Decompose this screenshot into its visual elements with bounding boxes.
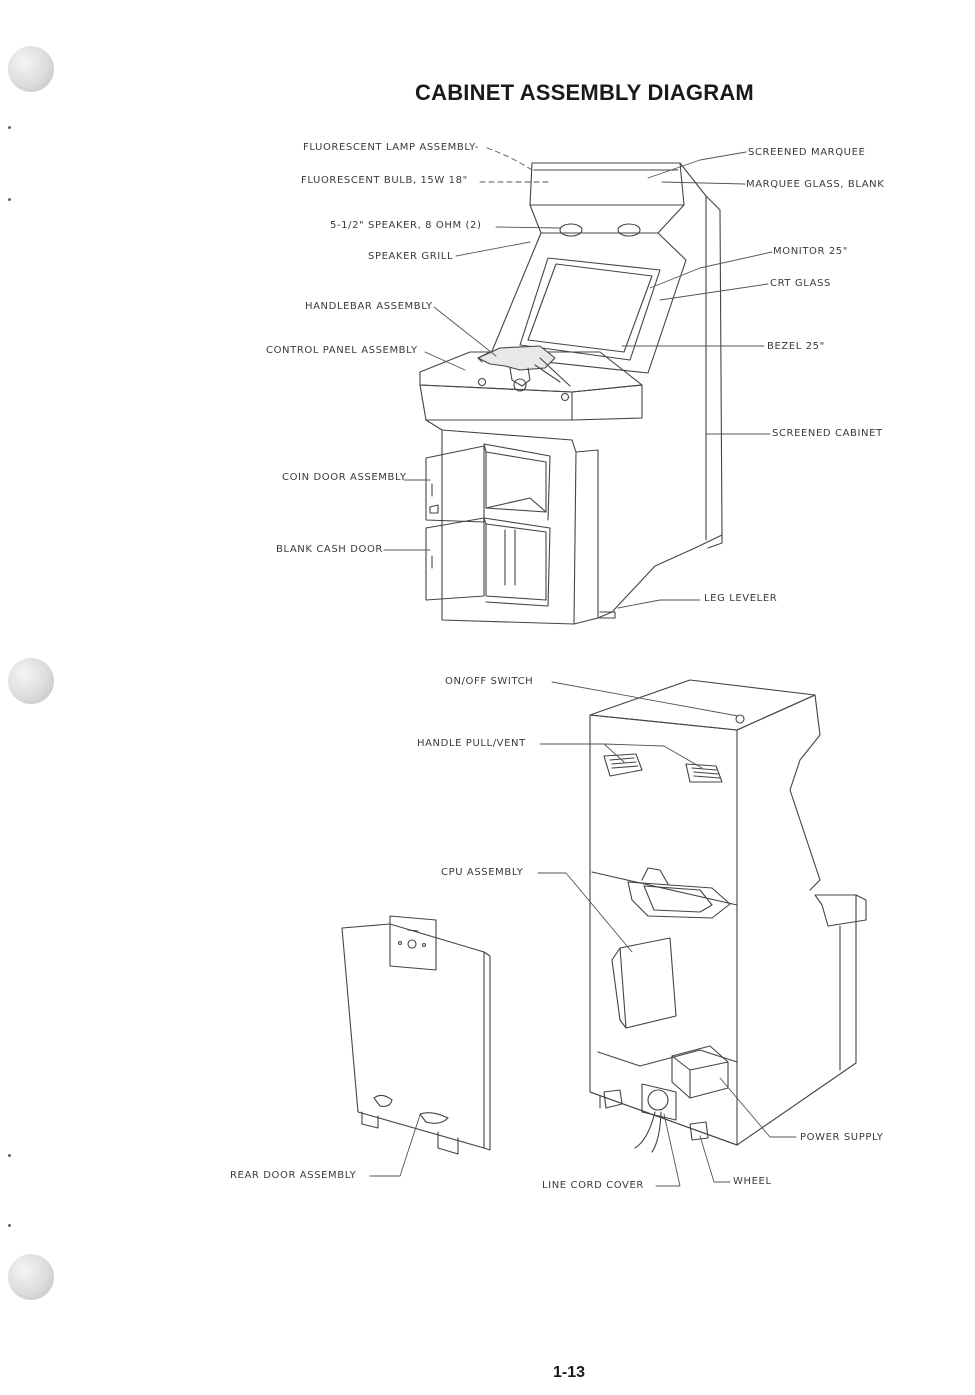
cpu-box bbox=[620, 938, 676, 1028]
front-cabinet bbox=[420, 163, 722, 624]
label-cash-door: BLANK CASH DOOR bbox=[276, 544, 383, 555]
label-fluorescent-lamp: FLUORESCENT LAMP ASSEMBLY- bbox=[303, 142, 479, 153]
line-cord-cover bbox=[648, 1090, 668, 1110]
handlebar bbox=[478, 346, 555, 370]
label-line-cord: LINE CORD COVER bbox=[542, 1180, 644, 1191]
wheel-right bbox=[690, 1122, 708, 1140]
label-bezel: BEZEL 25" bbox=[767, 341, 825, 352]
page-number: 1-13 bbox=[553, 1364, 586, 1381]
speaker-right bbox=[618, 224, 640, 236]
label-monitor: MONITOR 25" bbox=[773, 246, 848, 257]
label-handle-pull: HANDLE PULL/VENT bbox=[417, 738, 526, 749]
label-crt-glass: CRT GLASS bbox=[770, 278, 831, 289]
scan-speck bbox=[8, 198, 11, 201]
rear-cabinet bbox=[590, 680, 866, 1152]
scan-speck bbox=[8, 1154, 11, 1157]
scan-speck bbox=[8, 126, 11, 129]
vent-right bbox=[686, 764, 722, 782]
label-screened-cabinet: SCREENED CABINET bbox=[772, 428, 883, 439]
onoff-switch bbox=[736, 715, 744, 723]
power-supply-box bbox=[672, 1046, 728, 1098]
label-power-supply: POWER SUPPLY bbox=[800, 1132, 884, 1143]
label-cpu: CPU ASSEMBLY bbox=[441, 867, 524, 878]
label-control-panel: CONTROL PANEL ASSEMBLY bbox=[266, 345, 418, 356]
label-speaker-grill: SPEAKER GRILL bbox=[368, 251, 454, 262]
binder-hole-bottom bbox=[8, 1254, 54, 1300]
label-onoff-switch: ON/OFF SWITCH bbox=[445, 676, 534, 687]
label-leg-leveler: LEG LEVELER bbox=[704, 593, 778, 604]
scan-speck bbox=[8, 1224, 11, 1227]
label-rear-door: REAR DOOR ASSEMBLY bbox=[230, 1170, 357, 1181]
binder-hole-middle bbox=[8, 658, 54, 704]
label-screened-marquee: SCREENED MARQUEE bbox=[748, 147, 866, 158]
label-speaker: 5-1/2" SPEAKER, 8 OHM (2) bbox=[330, 220, 482, 231]
label-wheel: WHEEL bbox=[733, 1176, 772, 1187]
page-title: CABINET ASSEMBLY DIAGRAM bbox=[415, 80, 754, 105]
label-fluorescent-bulb: FLUORESCENT BULB, 15W 18" bbox=[301, 175, 468, 186]
vent-left bbox=[604, 754, 642, 776]
label-coin-door: COIN DOOR ASSEMBLY bbox=[282, 472, 407, 483]
rear-door-handle-left bbox=[374, 1095, 392, 1106]
label-handlebar: HANDLEBAR ASSEMBLY bbox=[305, 301, 433, 312]
rear-door-handle-right bbox=[420, 1113, 448, 1124]
wheel-left bbox=[604, 1090, 622, 1108]
label-marquee-glass: MARQUEE GLASS, BLANK bbox=[746, 179, 885, 190]
binder-hole-top bbox=[8, 46, 54, 92]
leader-lines bbox=[370, 148, 796, 1186]
rear-door bbox=[342, 916, 490, 1154]
speaker-left bbox=[560, 224, 582, 236]
